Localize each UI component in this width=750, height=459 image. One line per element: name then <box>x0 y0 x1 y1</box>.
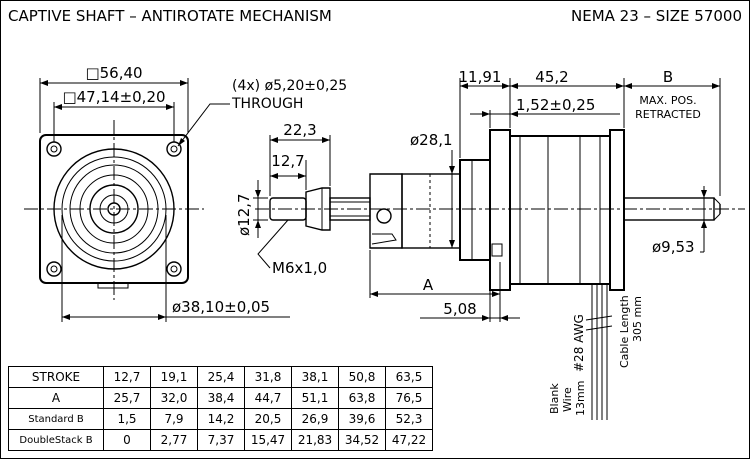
table-cell: 25,4 <box>197 366 245 388</box>
table-cell: 12,7 <box>103 366 151 388</box>
table-cell: 1,5 <box>103 408 151 430</box>
table-cell: 7,37 <box>197 429 245 451</box>
dim-9-53: ø9,53 <box>652 238 695 256</box>
side-view: 22,3 12,7 ø12,7 M6x1,0 ø28,1 <box>235 68 745 420</box>
thread-label: M6x1,0 <box>272 259 327 277</box>
table-cell: 63,8 <box>338 387 386 409</box>
table-cell: 26,9 <box>291 408 339 430</box>
motor-rear-plate <box>609 129 625 291</box>
hole-note-2: THROUGH <box>231 96 303 112</box>
cable-length-1: Cable Length <box>618 295 631 368</box>
table-cell: 14,2 <box>197 408 245 430</box>
wire-gauge: #28 AWG <box>572 314 586 372</box>
table-cell: 52,3 <box>385 408 433 430</box>
table-row-label: STROKE <box>8 366 104 388</box>
table-cell: 63,5 <box>385 366 433 388</box>
table-row-label: A <box>8 387 104 409</box>
dim-28-1: ø28,1 <box>410 131 453 149</box>
dim-45-2: 45,2 <box>535 68 568 86</box>
front-view: □56,40 □47,14±0,20 (4x) ø5,20±0,25 THROU… <box>24 64 347 322</box>
table-cell: 19,1 <box>150 366 198 388</box>
table-cell: 51,1 <box>291 387 339 409</box>
table-cell: 50,8 <box>338 366 386 388</box>
max-pos-line2: RETRACTED <box>635 108 701 121</box>
table-cell: 32,0 <box>150 387 198 409</box>
dim-hole-square: □47,14±0,20 <box>62 88 165 106</box>
table-cell: 15,47 <box>244 429 292 451</box>
dim-B: B <box>663 68 673 86</box>
rear-shaft <box>623 197 715 221</box>
table-row-label: Standard B <box>8 408 104 430</box>
table-cell: 0 <box>103 429 151 451</box>
dim-22-3: 22,3 <box>283 121 316 139</box>
table-cell: 39,6 <box>338 408 386 430</box>
lead-wires <box>585 284 613 420</box>
blank-wire-3: 13mm <box>574 381 587 416</box>
table-row-label: DoubleStack B <box>8 429 104 451</box>
hole-note-1: (4x) ø5,20±0,25 <box>232 78 347 94</box>
table-cell: 38,1 <box>291 366 339 388</box>
motor-body <box>509 135 611 285</box>
table-cell: 7,9 <box>150 408 198 430</box>
table-cell: 2,77 <box>150 429 198 451</box>
dim-outer-square: □56,40 <box>85 64 142 82</box>
cable-length-2: 305 mm <box>631 296 644 342</box>
table-cell: 38,4 <box>197 387 245 409</box>
table-cell: 20,5 <box>244 408 292 430</box>
max-pos-line1: MAX. POS. <box>639 94 696 107</box>
blank-wire-2: Wire <box>561 387 574 412</box>
dim-1-52: 1,52±0,25 <box>516 96 595 114</box>
pilot-diameter: ø38,10±0,05 <box>172 298 270 316</box>
title-left: CAPTIVE SHAFT – ANTIROTATE MECHANISM <box>8 7 332 25</box>
antirotate-housing <box>369 173 403 249</box>
table-cell: 47,22 <box>385 429 433 451</box>
table-cell: 21,83 <box>291 429 339 451</box>
dim-5-08: 5,08 <box>443 300 476 318</box>
dim-11-91: 11,91 <box>459 68 502 86</box>
table-cell: 34,52 <box>338 429 386 451</box>
dim-12-7-vertical: ø12,7 <box>235 193 253 236</box>
dim-12-7-top: 12,7 <box>271 152 304 170</box>
blank-wire-1: Blank <box>548 383 561 414</box>
table-cell: 25,7 <box>103 387 151 409</box>
dim-A: A <box>423 276 434 294</box>
table-cell: 31,8 <box>244 366 292 388</box>
table-cell: 44,7 <box>244 387 292 409</box>
title-right: NEMA 23 – SIZE 57000 <box>571 7 742 25</box>
table-cell: 76,5 <box>385 387 433 409</box>
motor-flange <box>459 159 491 261</box>
